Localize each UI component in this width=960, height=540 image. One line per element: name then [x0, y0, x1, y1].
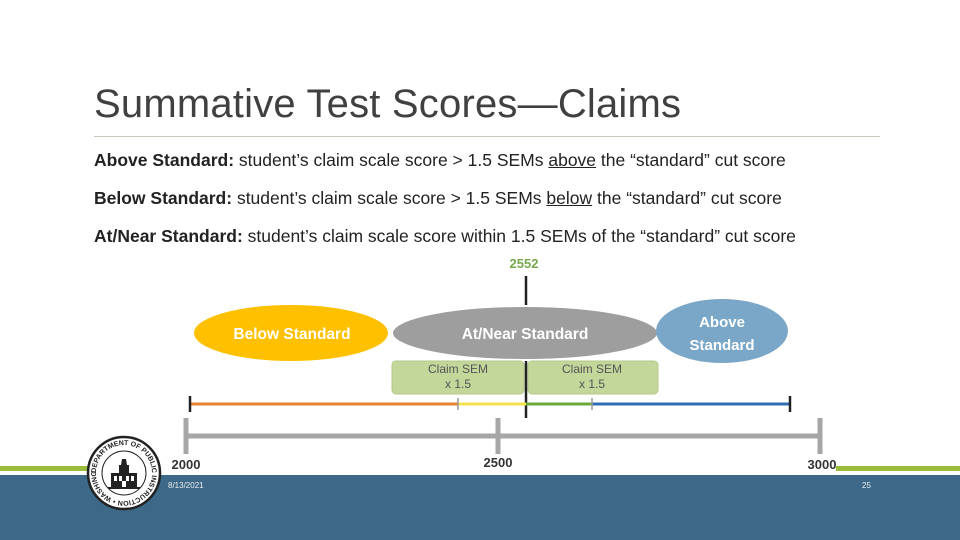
state-seal-icon: DEPARTMENT OF PUBLIC INSTRUCTION • WASHI…: [86, 435, 162, 511]
bullet-emphasis: below: [546, 188, 593, 208]
sem-box-right-line1: Claim SEM: [562, 362, 622, 376]
bullet-text: student’s claim scale score > 1.5 SEMs: [232, 188, 547, 208]
near-standard-label: At/Near Standard: [462, 326, 589, 343]
bullet-term: Below Standard:: [94, 188, 233, 208]
bullet-below-standard: Below Standard: student’s claim scale sc…: [94, 188, 782, 209]
title-divider: [94, 136, 880, 137]
footer-date: 8/13/2021: [168, 481, 204, 490]
slide-number: 25: [862, 481, 871, 490]
cut-score-label: 2552: [510, 256, 539, 271]
scale-min-label: 2000: [172, 457, 201, 472]
sem-box-left: [391, 360, 525, 395]
above-standard-label-line2: Standard: [689, 337, 754, 354]
bullet-above-standard: Above Standard: student’s claim scale sc…: [94, 150, 786, 171]
bullet-text: the “standard” cut score: [596, 150, 786, 170]
bullet-text: student’s claim scale score > 1.5 SEMs: [234, 150, 549, 170]
footer-accent-right: [836, 466, 960, 471]
sem-box-right: [527, 360, 659, 395]
slide-title: Summative Test Scores—Claims: [94, 82, 682, 126]
bullet-term: At/Near Standard:: [94, 226, 243, 246]
below-standard-ellipse: [194, 305, 388, 361]
bullet-text: student’s claim scale score within 1.5 S…: [242, 226, 796, 246]
bullet-term: Above Standard:: [94, 150, 235, 170]
sem-box-left-line2: x 1.5: [445, 377, 471, 391]
footer-accent-left: [0, 466, 92, 471]
above-standard-label-line1: Above: [699, 314, 745, 331]
range-line: [188, 396, 792, 412]
sem-box-right-line2: x 1.5: [579, 377, 605, 391]
scale-mid-label: 2500: [484, 455, 513, 470]
bullet-near-standard: At/Near Standard: student’s claim scale …: [94, 226, 796, 247]
scale-max-label: 3000: [808, 457, 837, 472]
sem-box-left-line1: Claim SEM: [428, 362, 488, 376]
bullet-text: the “standard” cut score: [592, 188, 782, 208]
bullet-emphasis: above: [548, 150, 597, 170]
above-standard-ellipse: [656, 299, 788, 363]
below-standard-label: Below Standard: [233, 326, 350, 343]
scale-bar: [183, 418, 823, 454]
footer-band: [0, 475, 960, 540]
